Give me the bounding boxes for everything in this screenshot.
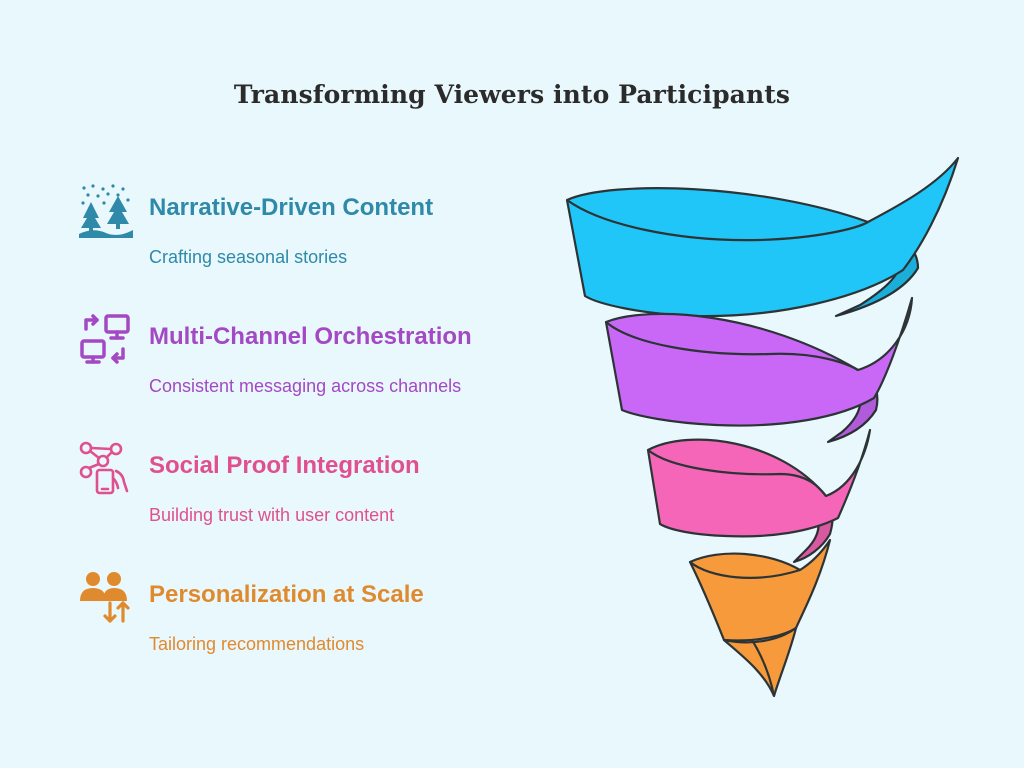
item-description: Building trust with user content (149, 505, 395, 525)
funnel-band-3 (646, 428, 872, 538)
funnel-spiral-graphic (540, 140, 980, 715)
funnel-band-4 (688, 538, 832, 642)
funnel-band-2 (604, 296, 914, 427)
multi-device-sync-icon (78, 311, 134, 367)
diagram-title: Transforming Viewers into Participants (233, 80, 791, 109)
item-heading: Personalization at Scale (149, 581, 424, 608)
item-heading: Social Proof Integration (149, 452, 420, 479)
funnel-band-1 (565, 156, 960, 318)
item-description: Consistent messaging across channels (149, 376, 462, 396)
funnel-tip (722, 626, 798, 698)
item-description: Tailoring recommendations (149, 634, 365, 654)
item-narrative-driven-content: Narrative-Driven Content Crafting season… (78, 182, 518, 282)
winter-trees-icon (78, 182, 134, 238)
item-heading: Multi-Channel Orchestration (149, 323, 472, 350)
item-heading: Narrative-Driven Content (149, 194, 434, 221)
item-personalization-at-scale: Personalization at Scale Tailoring recom… (78, 569, 518, 669)
social-network-phone-icon (78, 440, 134, 496)
item-multi-channel-orchestration: Multi-Channel Orchestration Consistent m… (78, 311, 518, 411)
item-description: Crafting seasonal stories (149, 247, 348, 267)
item-social-proof-integration: Social Proof Integration Building trust … (78, 440, 518, 540)
users-sort-icon (78, 569, 134, 625)
